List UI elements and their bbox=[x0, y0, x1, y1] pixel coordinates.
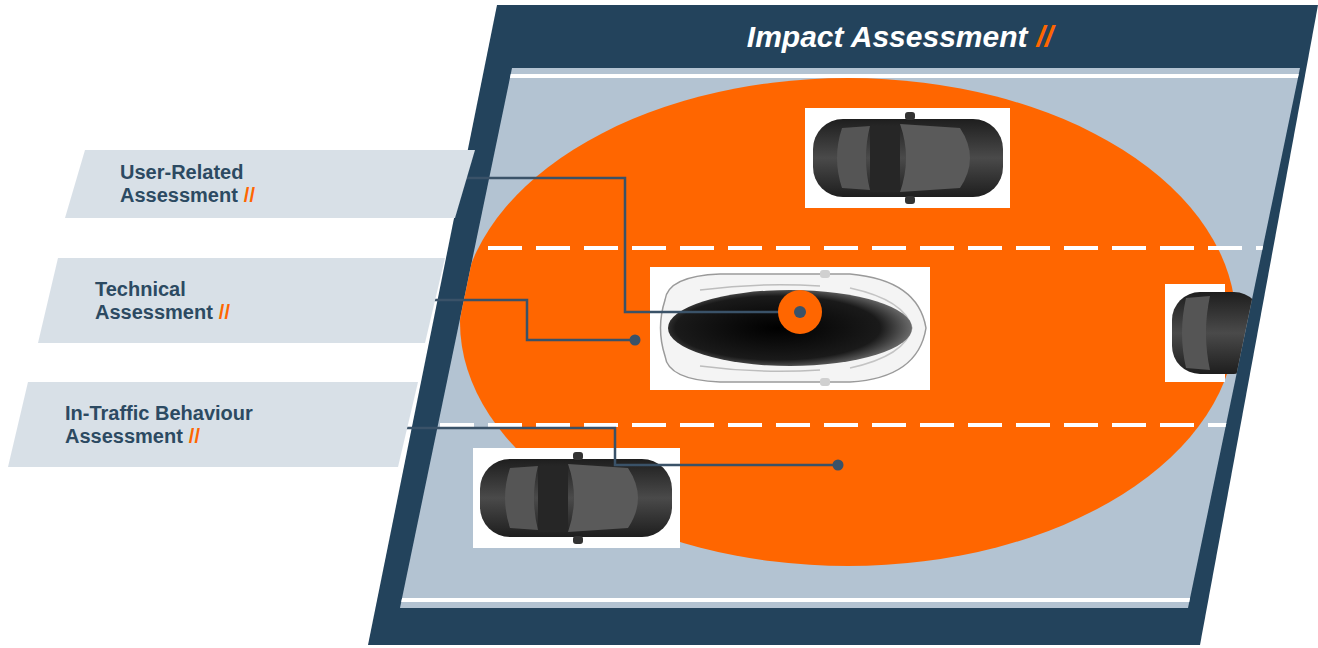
label-text: User-Related Assessment bbox=[120, 161, 243, 206]
label-shape bbox=[38, 258, 445, 343]
lane-marking bbox=[488, 246, 1300, 250]
car-top bbox=[805, 108, 1010, 208]
label-text: In-Traffic Behaviour Assessment bbox=[65, 402, 253, 447]
leader-line bbox=[455, 178, 796, 312]
slash-mark: // bbox=[1037, 20, 1054, 53]
title-row: Impact Assessment // bbox=[518, 20, 1282, 54]
label-outline bbox=[38, 258, 445, 343]
leader-lines bbox=[398, 178, 834, 465]
label-text-block: User-Related Assessment// bbox=[120, 161, 310, 207]
assessment-frame: Impact Assessment // bbox=[368, 5, 1318, 645]
label-text-block: In-Traffic Behaviour Assessment// bbox=[65, 402, 305, 448]
leader-line bbox=[398, 428, 834, 465]
impact-zone bbox=[460, 78, 1236, 566]
assessment-label: Technical Assessment // bbox=[38, 258, 445, 343]
road-ground bbox=[400, 68, 1300, 608]
assessment-label: User-Related Assessment// bbox=[65, 150, 475, 218]
car-right bbox=[1165, 284, 1262, 382]
leader-line bbox=[425, 300, 631, 340]
label-text: Technical Assessment bbox=[95, 278, 213, 323]
frame-shape bbox=[368, 5, 1318, 645]
label-outline bbox=[8, 382, 418, 467]
assessment-label: In-Traffic Behaviour Assessment// bbox=[8, 382, 418, 467]
leader-dot bbox=[630, 335, 641, 346]
slash-mark: // bbox=[219, 301, 230, 323]
road-edge bbox=[400, 598, 1300, 602]
slash-mark: // bbox=[189, 425, 200, 447]
label-shape bbox=[8, 382, 418, 467]
lane-marking bbox=[440, 423, 1300, 427]
road-edge bbox=[400, 74, 1300, 78]
leader-dot bbox=[833, 460, 844, 471]
leader-dot bbox=[794, 306, 806, 318]
label-shape bbox=[65, 150, 475, 218]
car-assessed bbox=[650, 267, 930, 390]
title-text: Impact Assessment bbox=[747, 20, 1028, 53]
user-focus-ring bbox=[778, 290, 822, 334]
label-text-block: Technical Assessment // bbox=[95, 278, 285, 324]
slash-mark: // bbox=[244, 184, 255, 206]
car-bottom-left bbox=[473, 448, 680, 548]
